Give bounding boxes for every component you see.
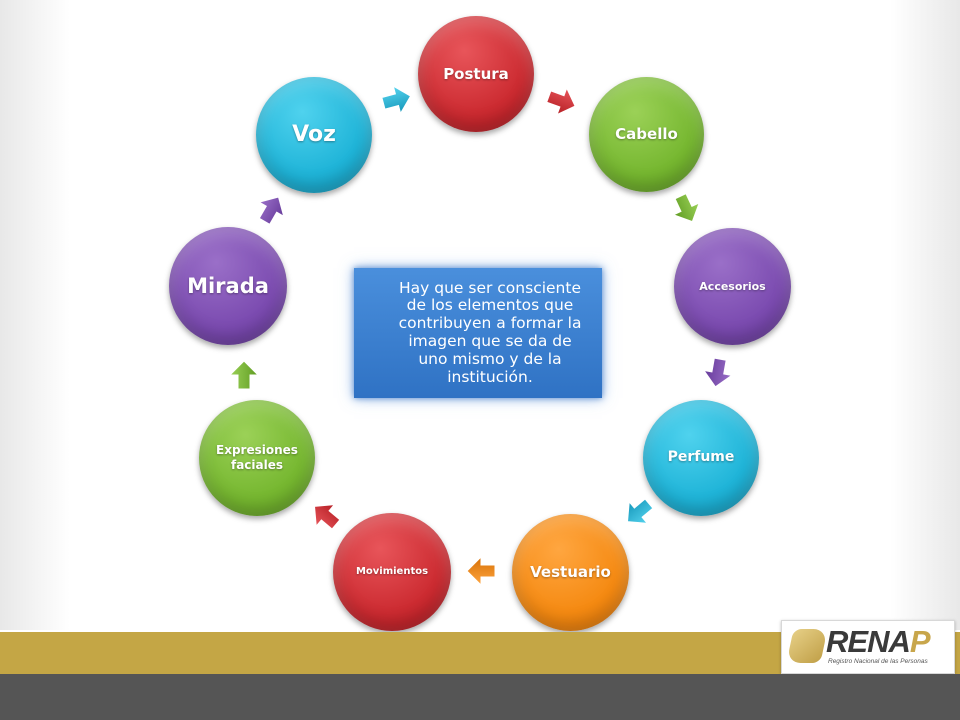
node-vestuario-label: Vestuario [530,563,611,582]
arrow-voz-postura [379,82,415,118]
footer-gray-bar [0,674,960,720]
arrow-vestuario-movimientos [466,556,496,586]
center-message-box: Hay que ser consciente de los elementos … [354,268,602,398]
left-shade [0,0,70,630]
node-voz: Voz [256,77,372,193]
node-postura-label: Postura [443,64,509,83]
renap-subtitle: Registro Nacional de las Personas [828,658,928,665]
renap-logo: RENAP Registro Nacional de las Personas [781,620,955,674]
node-perfume-label: Perfume [667,449,735,466]
arrow-postura-cabello [543,82,581,120]
node-mirada: Mirada [169,227,287,345]
node-cabello: Cabello [589,77,704,192]
renap-emblem-icon [786,629,828,663]
renap-wordmark-main: RENA [826,624,911,659]
node-voz-label: Voz [292,122,336,148]
node-expresiones: Expresiones faciales [199,400,315,516]
node-mirada-label: Mirada [187,273,269,298]
renap-wordmark-accent: P [909,624,931,659]
arrow-perfume-vestuario [618,492,659,533]
arrow-mirada-voz [251,189,292,229]
center-message-text: Hay que ser consciente de los elementos … [398,278,582,386]
node-postura: Postura [418,16,534,132]
node-accesorios-label: Accesorios [699,279,766,293]
arrow-expresiones-mirada [229,360,259,390]
node-expresiones-label: Expresiones faciales [216,443,298,472]
node-movimientos-label: Movimientos [355,565,429,577]
node-movimientos: Movimientos [333,513,451,631]
arrow-movimientos-expresiones [305,495,346,536]
arrow-cabello-accesorios [667,189,706,229]
right-shade [890,0,960,630]
node-accesorios: Accesorios [674,228,791,345]
node-vestuario: Vestuario [512,514,629,631]
node-perfume: Perfume [643,400,759,516]
node-cabello-label: Cabello [615,125,678,144]
renap-wordmark: RENAP [826,624,931,659]
arrow-accesorios-perfume [701,356,735,390]
